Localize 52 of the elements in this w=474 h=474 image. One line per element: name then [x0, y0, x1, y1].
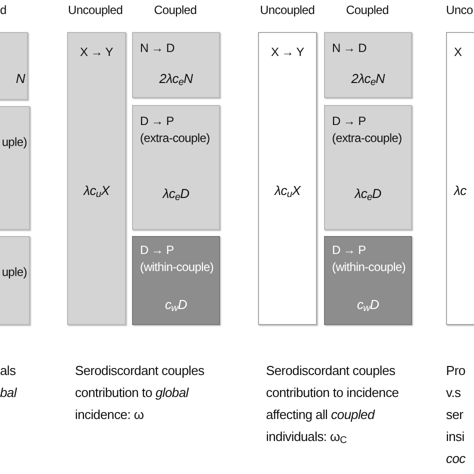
model-compartment-box — [258, 32, 317, 325]
column-header: Coupled — [154, 2, 197, 18]
rate-formula: c$_{w}$D — [356, 297, 380, 312]
transition-text: (extra-couple) — [332, 131, 402, 146]
model-compartment-box — [446, 32, 474, 325]
model-compartment-box — [0, 32, 28, 100]
model-compartment-box — [324, 105, 412, 230]
rate-formula: λc$_{u}$X — [273, 183, 302, 198]
rate-formula: λc$_{u}$X — [82, 183, 111, 198]
transition-text: (extra-couple) — [140, 131, 210, 146]
rate-formula: c$_{w}$D — [164, 297, 188, 312]
transition-text: X — [454, 45, 462, 60]
transition-text: D → P — [332, 114, 366, 129]
transition-text: (within-couple) — [332, 260, 406, 275]
panel-caption: Serodiscordant couples contribution to incidence affecting all coupled individuals: ω$_{C}$ — [266, 362, 400, 448]
transition-text: uple) — [2, 135, 27, 150]
panel-caption: Serodiscordant couples contribution to global incidence: ω — [75, 362, 206, 424]
model-compartment-box — [132, 32, 220, 98]
rate-formula: λc — [454, 183, 466, 198]
rate-formula: N — [16, 71, 25, 86]
model-compartment-box — [67, 32, 126, 325]
transition-text: X → Y — [79, 45, 114, 60]
rate-formula: λc$_{e}$D — [161, 186, 190, 201]
transition-text: D → P — [332, 243, 366, 258]
transition-text: D → P — [140, 114, 174, 129]
panel-caption: v.s — [446, 384, 461, 402]
model-compartment-box — [324, 236, 412, 325]
column-header: Uncoupled — [68, 2, 123, 18]
model-compartment-box — [324, 32, 412, 98]
model-compartment-box — [132, 105, 220, 230]
column-header: d — [0, 2, 6, 18]
panel-caption: als — [0, 362, 16, 380]
column-header: Uncoupled — [260, 2, 315, 18]
panel-caption: coc — [446, 450, 466, 468]
transition-text: N → D — [140, 41, 175, 56]
transition-text: (within-couple) — [140, 260, 214, 275]
rate-formula: 2λc$_{e}$N — [350, 71, 386, 86]
transition-text: N → D — [332, 41, 367, 56]
panel-caption: ser — [446, 406, 464, 424]
model-compartment-box — [132, 236, 220, 325]
panel-caption: Pro — [446, 362, 466, 380]
rate-formula: 2λc$_{e}$N — [158, 71, 194, 86]
transition-text: uple) — [2, 265, 27, 280]
panel-caption: bal — [0, 384, 16, 402]
transition-text: X → Y — [270, 45, 305, 60]
model-compartment-box — [0, 106, 30, 230]
panel-caption: insi — [446, 428, 464, 446]
model-compartment-box — [0, 236, 30, 325]
column-header: Coupled — [346, 2, 389, 18]
transition-text: D → P — [140, 243, 174, 258]
column-header: Unco — [446, 2, 473, 18]
rate-formula: λc$_{e}$D — [353, 186, 382, 201]
